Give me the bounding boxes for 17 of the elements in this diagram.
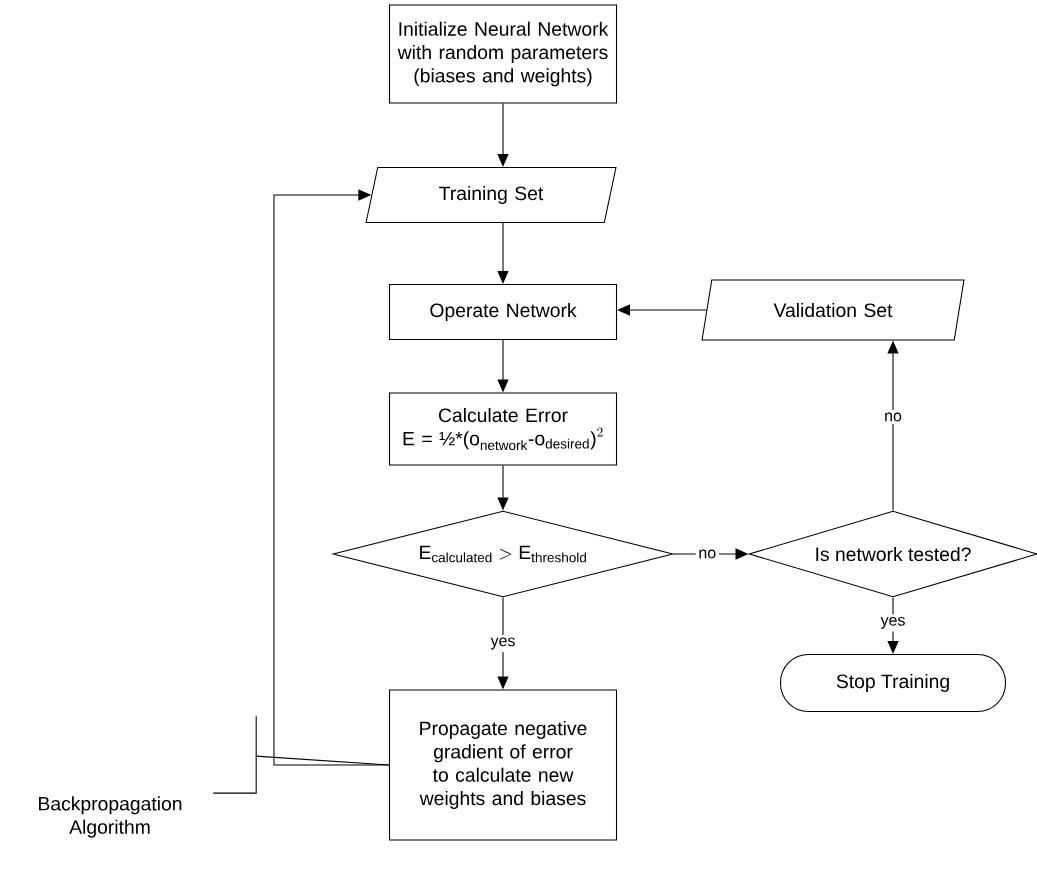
data-parallelogram: Training Set xyxy=(365,166,617,224)
process-box: Operate Network xyxy=(388,283,618,341)
process-box: Calculate Error $\text{E = ½*(o}_{\text{network}}\text{-o}_{\text{desired}}\text{)}^{2}$ xyxy=(388,392,618,466)
annotation-text: Backpropagation Algorithm xyxy=(39,796,182,838)
arrow xyxy=(617,304,707,316)
process-box: Propagate negative gradient of error to calculate new weights and biases xyxy=(388,689,618,841)
arrow xyxy=(273,189,390,766)
edge-label: no xyxy=(695,546,719,562)
process-box: Initialize Neural Network with random parameters (biases and weights) xyxy=(388,4,618,104)
arrow xyxy=(497,103,509,167)
edge-label: yes xyxy=(487,634,519,653)
edge-label: yes xyxy=(877,614,909,632)
terminal-box: Stop Training xyxy=(779,653,1007,713)
leader-line xyxy=(212,755,390,794)
edge-label: no xyxy=(881,409,905,425)
data-parallelogram: Validation Set xyxy=(701,279,965,341)
arrow xyxy=(497,222,509,284)
